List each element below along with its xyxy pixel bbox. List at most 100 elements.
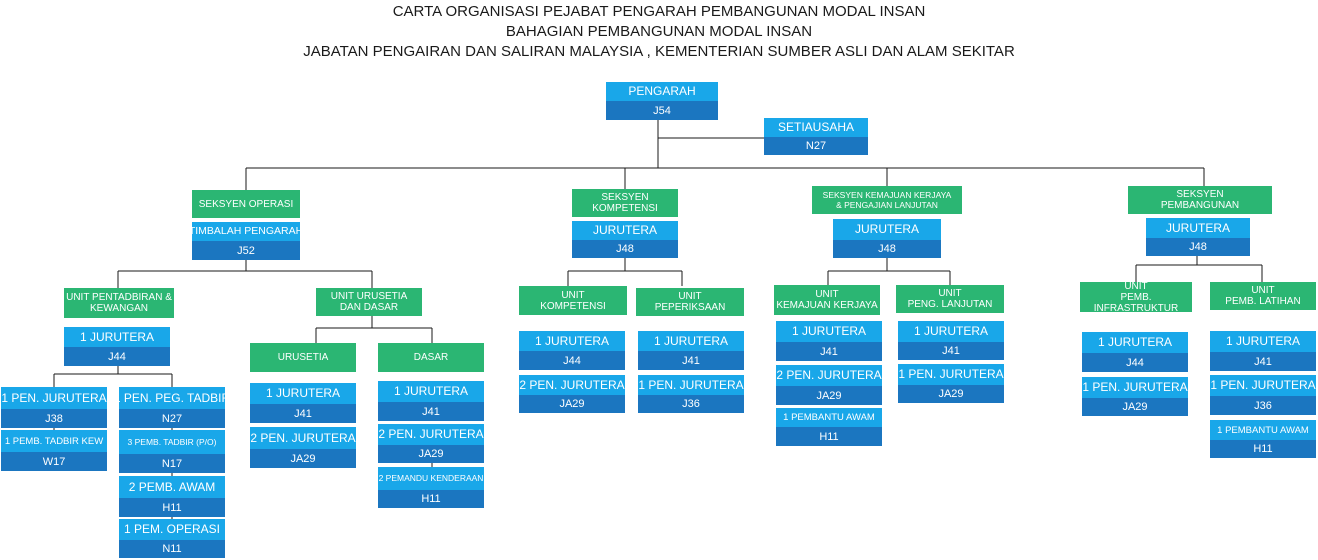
subunit-dasar: DASAR — [378, 343, 484, 372]
post-grade: JA29 — [519, 395, 625, 413]
unit-urusetia-dasar: UNIT URUSETIA DAN DASAR — [316, 288, 422, 316]
section-label-line-2: PEMBANGUNAN — [1160, 200, 1240, 211]
node-latihan-pembantu-awam: 1 PEMBANTU AWAM H11 — [1210, 420, 1316, 458]
unit-peng-lanjutan: UNIT PENG. LANJUTAN — [896, 285, 1004, 313]
node-timbalan-pengarah: TIMBALAH PENGARAH J52 — [192, 222, 300, 260]
post-title: JURUTERA — [833, 219, 941, 240]
post-grade: J36 — [638, 395, 744, 413]
node-pemb-tadbir-kew: 1 PEMB. TADBIR KEW W17 — [1, 430, 107, 471]
section-label-line-1: SEKSYEN — [601, 192, 649, 203]
post-title: SETIAUSAHA — [764, 118, 868, 137]
post-grade: JA29 — [250, 449, 356, 468]
post-grade: N17 — [119, 454, 225, 473]
post-title: 1 JURUTERA — [1210, 331, 1316, 352]
post-title: TIMBALAH PENGARAH — [192, 222, 300, 241]
post-title: 2 PEN. JURUTERA — [776, 365, 882, 386]
post-title: 1 PEN. JURUTERA — [1210, 375, 1316, 396]
node-kemajuan-head: JURUTERA J48 — [833, 219, 941, 258]
node-pemb-tadbir-po: 3 PEMB. TADBIR (P/O) N17 — [119, 430, 225, 473]
unit-label-line-1: UNIT — [938, 288, 962, 299]
post-grade: J41 — [898, 342, 1004, 360]
post-grade: J41 — [378, 402, 484, 421]
post-grade: N27 — [119, 409, 225, 428]
section-label: SEKSYEN OPERASI — [198, 198, 294, 210]
section-label-line-2: & PENGAJIAN LANJUTAN — [836, 200, 938, 210]
unit-label-line-2: KEWANGAN — [90, 303, 148, 314]
post-title: 1 PEN. JURUTERA — [638, 375, 744, 395]
unit-label-line-2: DAN DASAR — [339, 302, 399, 313]
node-lanjutan-pen-jurutera: 1 PEN. JURUTERA JA29 — [898, 364, 1004, 403]
post-grade: JA29 — [1082, 398, 1188, 416]
post-title: 1 PEMBANTU AWAM — [776, 408, 882, 427]
node-infra-jurutera: 1 JURUTERA J44 — [1082, 332, 1188, 372]
post-grade: JA29 — [898, 385, 1004, 403]
node-pemb-awam: 2 PEMB. AWAM H11 — [119, 476, 225, 517]
node-pep-pen-jurutera: 1 PEN. JURUTERA J36 — [638, 375, 744, 413]
unit-label-line-2: KEMAJUAN KERJAYA — [776, 300, 878, 311]
post-title: 1 JURUTERA — [378, 381, 484, 402]
post-title: 1 PEM. OPERASI — [119, 519, 225, 540]
post-title: 2 PEMB. AWAM — [119, 476, 225, 498]
section-pembangunan: SEKSYEN PEMBANGUNAN — [1128, 186, 1272, 214]
unit-label-line-1: UNIT — [815, 289, 839, 300]
unit-label-line-1: UNIT — [1124, 280, 1148, 292]
node-kerjaya-jurutera: 1 JURUTERA J41 — [776, 321, 882, 361]
post-title: 2 PEN. JURUTERA — [250, 427, 356, 449]
unit-label-line-1: UNIT — [678, 291, 702, 302]
post-title: 2 PEN. JURUTERA — [519, 375, 625, 395]
subunit-urusetia: URUSETIA — [250, 343, 356, 372]
node-kerjaya-pen-jurutera: 2 PEN. JURUTERA JA29 — [776, 365, 882, 405]
post-grade: H11 — [1210, 440, 1316, 458]
post-grade: H11 — [378, 490, 484, 508]
node-urusetia-pen-jurutera: 2 PEN. JURUTERA JA29 — [250, 427, 356, 468]
node-pem-operasi: 1 PEM. OPERASI N11 — [119, 519, 225, 558]
node-pep-jurutera: 1 JURUTERA J41 — [638, 331, 744, 370]
unit-label-line-2: PENG. LANJUTAN — [907, 299, 993, 310]
section-kompetensi: SEKSYEN KOMPETENSI — [572, 189, 678, 217]
post-title: 3 PEMB. TADBIR (P/O) — [119, 430, 225, 454]
post-grade: W17 — [1, 452, 107, 471]
post-title: 1 PEMBANTU AWAM — [1210, 420, 1316, 440]
unit-label-line-1: UNIT — [1251, 285, 1275, 296]
subunit-label: URUSETIA — [277, 352, 329, 363]
node-infra-pen-jurutera: 1 PEN. JURUTERA JA29 — [1082, 377, 1188, 416]
chart-title-line-3: JABATAN PENGAIRAN DAN SALIRAN MALAYSIA ,… — [303, 43, 1015, 60]
section-label-line-1: SEKSYEN KEMAJUAN KERJAYA — [822, 190, 952, 200]
unit-label-line-2: KOMPETENSI — [540, 300, 606, 312]
unit-label-line-1: UNIT — [561, 289, 585, 301]
post-grade: J44 — [1082, 353, 1188, 372]
node-pentadbiran-head: 1 JURUTERA J44 — [64, 327, 170, 366]
post-title: JURUTERA — [572, 221, 678, 240]
chart-title-line-1: CARTA ORGANISASI PEJABAT PENGARAH PEMBAN… — [392, 3, 926, 20]
post-grade: J44 — [64, 347, 170, 366]
node-dasar-pemandu: 2 PEMANDU KENDERAAN H11 — [378, 467, 484, 508]
node-komp-pen-jurutera: 2 PEN. JURUTERA JA29 — [519, 375, 625, 413]
post-grade: J48 — [1146, 238, 1250, 256]
section-label-line-1: SEKSYEN — [1176, 189, 1224, 200]
node-setiausaha: SETIAUSAHA N27 — [764, 118, 868, 155]
post-grade: J41 — [1210, 352, 1316, 371]
node-pembangunan-head: JURUTERA J48 — [1146, 218, 1250, 256]
node-kerjaya-pembantu-awam: 1 PEMBANTU AWAM H11 — [776, 408, 882, 446]
unit-label-line-1: UNIT PENTADBIRAN & — [66, 292, 172, 303]
post-grade: J52 — [192, 241, 300, 260]
node-pengarah: PENGARAH J54 — [606, 82, 718, 120]
node-kompetensi-head: JURUTERA J48 — [572, 221, 678, 258]
post-title: 1 JURUTERA — [898, 321, 1004, 342]
node-dasar-pen-jurutera: 2 PEN. JURUTERA JA29 — [378, 424, 484, 463]
post-title: 1 JURUTERA — [1082, 332, 1188, 353]
chart-title-line-2: BAHAGIAN PEMBANGUNAN MODAL INSAN — [505, 23, 813, 40]
post-grade: JA29 — [378, 445, 484, 463]
unit-label-line-2: PEMB. INFRASTRUKTUR — [1093, 291, 1179, 314]
post-grade: J48 — [572, 240, 678, 258]
unit-pemb-latihan: UNIT PEMB. LATIHAN — [1210, 282, 1316, 310]
node-urusetia-jurutera: 1 JURUTERA J41 — [250, 383, 356, 423]
post-grade: N11 — [119, 540, 225, 558]
unit-pemb-infrastruktur: UNIT PEMB. INFRASTRUKTUR — [1080, 280, 1192, 314]
unit-pentadbiran-kewangan: UNIT PENTADBIRAN & KEWANGAN — [64, 288, 174, 318]
post-grade: J44 — [519, 351, 625, 370]
post-title: 1 PEN. JURUTERA — [1, 387, 107, 409]
node-latihan-jurutera: 1 JURUTERA J41 — [1210, 331, 1316, 371]
post-title: PENGARAH — [606, 82, 718, 101]
